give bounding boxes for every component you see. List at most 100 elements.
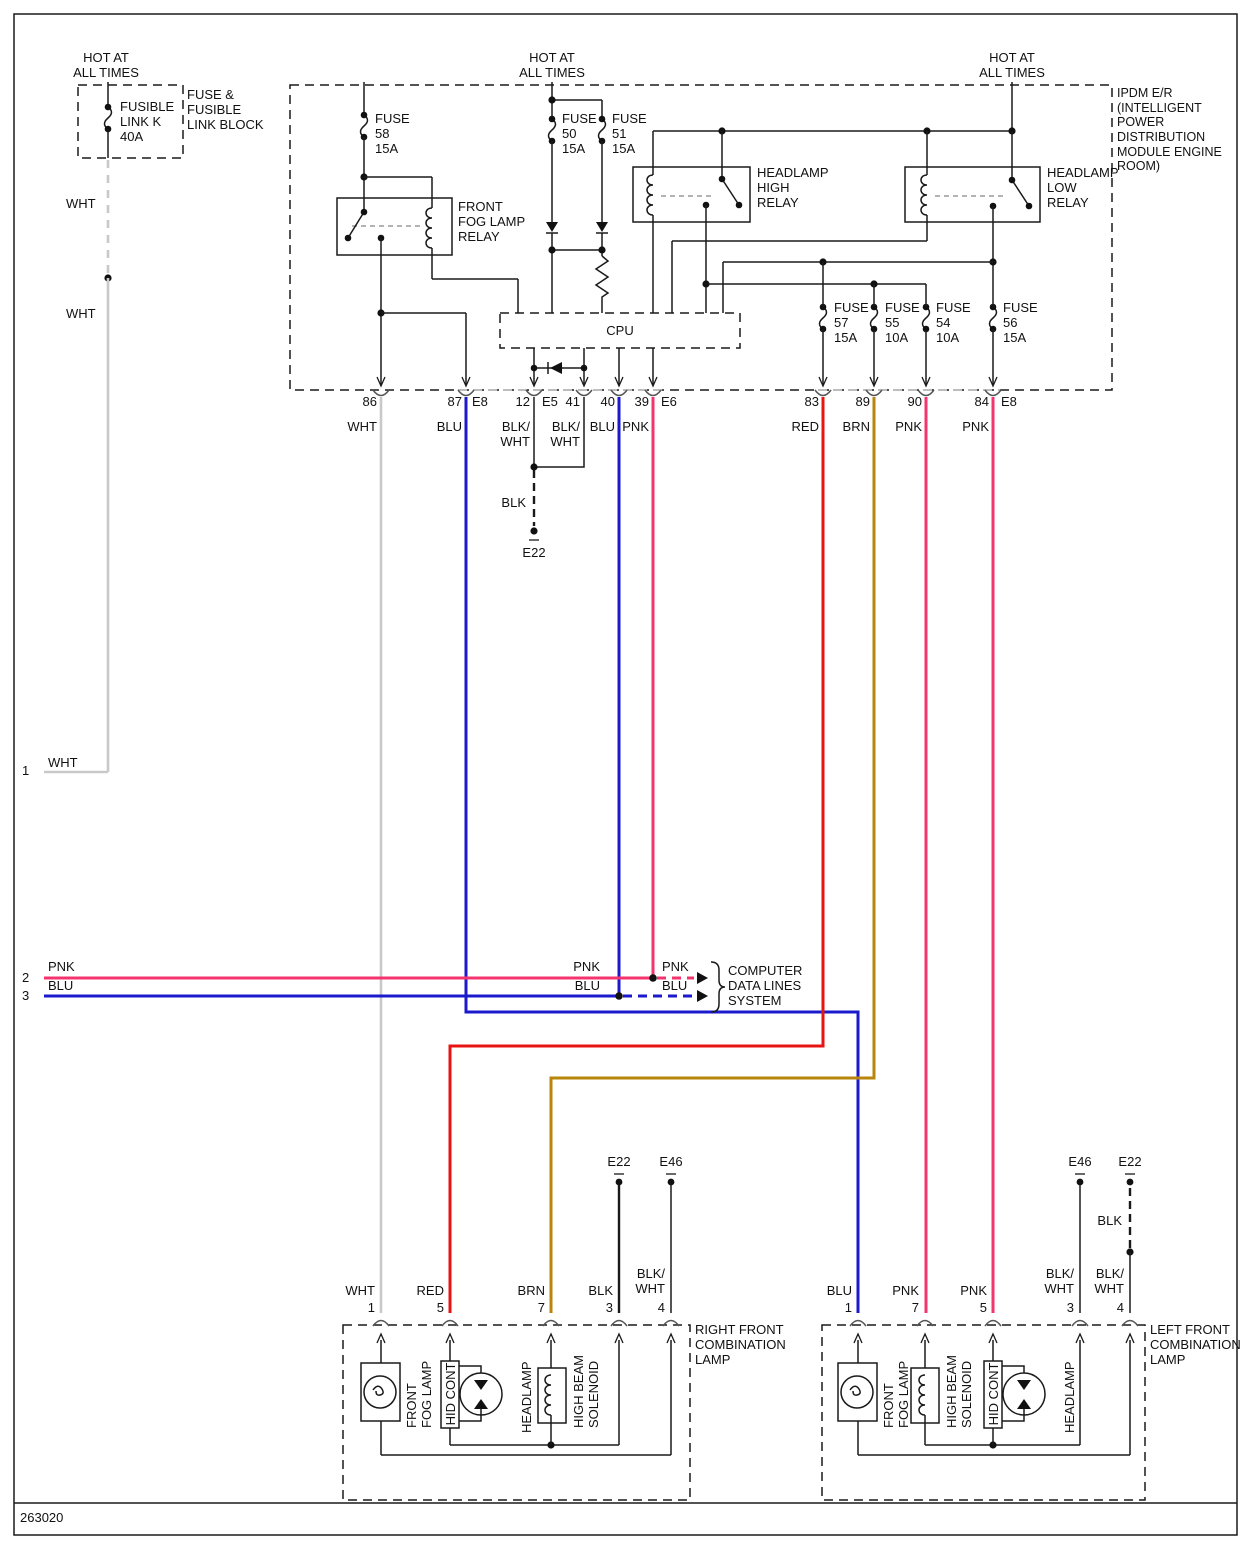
wht-wire-label-upper: WHT (66, 196, 96, 211)
ground-symbols (614, 1173, 1135, 1313)
harness-wires (44, 397, 995, 1313)
fuse-57-label: FUSE 57 15A (834, 300, 869, 346)
fuse-54-label: FUSE 54 10A (936, 300, 971, 346)
edge-connection-3: 3 (22, 988, 30, 1003)
pin-86: 86 (362, 394, 377, 409)
wire-84-color: PNK (962, 419, 989, 434)
right-lamp-wire-5-color: RED (416, 1283, 444, 1298)
right-lamp-pin-1: 1 (367, 1300, 375, 1315)
connector-e5: E5 (542, 394, 558, 409)
right-lamp-wire-7-color: BRN (517, 1283, 545, 1298)
data-line-blu-right: BLU (662, 978, 688, 993)
left-lamp-pin-1: 1 (844, 1300, 852, 1315)
ipdm-connector-row (372, 376, 1002, 397)
wire-40-color: BLU (589, 419, 615, 434)
wire-41-color: BLK/ WHT (550, 419, 580, 450)
fuse-block-label: FUSE & FUSIBLE LINK BLOCK (187, 87, 264, 133)
pin-41: 41 (565, 394, 580, 409)
data-line-pnk-right: PNK (662, 959, 689, 974)
right-lamp-pin-7: 7 (537, 1300, 545, 1315)
right-hid-cont-label: HID CONT (443, 1362, 458, 1426)
computer-data-lines-label: COMPUTER DATA LINES SYSTEM (728, 963, 803, 1009)
right-lamp-pin-3: 3 (605, 1300, 613, 1315)
right-lamp-pin-4: 4 (657, 1300, 665, 1315)
connector-e8-right: E8 (1001, 394, 1017, 409)
left-lamp-pin-4: 4 (1116, 1300, 1124, 1315)
headlamp-low-relay-symbol (671, 131, 1041, 313)
left-lamp-title: LEFT FRONT COMBINATION LAMP (1150, 1322, 1241, 1368)
component-boxes (77, 84, 1146, 1501)
connector-e6: E6 (661, 394, 677, 409)
ground-e22-right-lamp: E22 (607, 1154, 631, 1169)
left-hid-cont-label: HID CONT (986, 1362, 1001, 1426)
fuse-56-label: FUSE 56 15A (1003, 300, 1038, 346)
wire-89-color: BRN (842, 419, 870, 434)
wire-87-color: BLU (436, 419, 462, 434)
pin-89: 89 (855, 394, 870, 409)
headlamp-high-relay-symbol (632, 127, 1016, 313)
connector-e8-left: E8 (472, 394, 488, 409)
right-high-beam-solenoid-label: HIGH BEAM SOLENOID (571, 1355, 602, 1428)
front-fog-lamp-relay-symbol (336, 137, 519, 385)
cpu-output-wires (530, 348, 654, 385)
lamp-connector-rows (372, 1319, 1139, 1344)
page-border (13, 13, 1238, 1536)
blk-wire-label-left-lamp: BLK (1097, 1213, 1122, 1228)
hot-at-all-times-label-1: HOT AT ALL TIMES (73, 50, 139, 81)
document-number: 263020 (20, 1510, 64, 1525)
left-lamp-wire-4-color: BLK/ WHT (1094, 1266, 1124, 1297)
right-lamp-title: RIGHT FRONT COMBINATION LAMP (695, 1322, 786, 1368)
headlamp-low-relay-label: HEADLAMP LOW RELAY (1047, 165, 1119, 211)
headlamp-high-relay-label: HEADLAMP HIGH RELAY (757, 165, 829, 211)
left-lamp-wire-7-color: PNK (892, 1283, 919, 1298)
hot-at-all-times-label-3: HOT AT ALL TIMES (979, 50, 1045, 81)
right-lamp-wire-4-color: BLK/ WHT (635, 1266, 665, 1297)
left-lamp-pin-7: 7 (911, 1300, 919, 1315)
data-line-blu-left: BLU (574, 978, 600, 993)
diode-resistor-network (546, 141, 610, 313)
left-lamp-wire-5-color: PNK (960, 1283, 987, 1298)
right-lamp-wire-3-color: BLK (588, 1283, 613, 1298)
right-lamp-pin-5: 5 (436, 1300, 444, 1315)
fusible-link-label: FUSIBLE LINK K 40A (120, 99, 175, 145)
left-high-beam-solenoid-label: HIGH BEAM SOLENOID (944, 1355, 975, 1428)
edge-connection-1: 1 (22, 763, 30, 778)
ipdm-title: IPDM E/R (INTELLIGENT POWER DISTRIBUTION… (1117, 86, 1222, 174)
left-lamp-internals (837, 1340, 1131, 1456)
wire-83-color: RED (791, 419, 819, 434)
right-front-fog-lamp-label: FRONT FOG LAMP (404, 1360, 435, 1428)
wire-12-color: BLK/ WHT (500, 419, 530, 450)
pin-87: 87 (447, 394, 462, 409)
wire-90-color: PNK (895, 419, 922, 434)
pin-12: 12 (515, 394, 530, 409)
front-fog-lamp-relay-label: FRONT FOG LAMP RELAY (458, 199, 526, 245)
edge-wire-1-color: WHT (48, 755, 78, 770)
edge-wire-3-color: BLU (48, 978, 74, 993)
pin-83: 83 (804, 394, 819, 409)
left-lamp-wire-1-color: BLU (826, 1283, 852, 1298)
pin-39: 39 (634, 394, 649, 409)
left-lamp-pin-5: 5 (979, 1300, 987, 1315)
data-line-pnk-left: PNK (573, 959, 600, 974)
ground-e22-left-lamp: E22 (1118, 1154, 1142, 1169)
right-lamp-internals (360, 1340, 672, 1456)
fuse-58-label: FUSE 58 15A (375, 111, 410, 157)
fuse-55-label: FUSE 55 10A (885, 300, 920, 346)
blk-ground-wire-label: BLK (501, 495, 526, 510)
right-lamp-wire-1-color: WHT (345, 1283, 375, 1298)
left-front-fog-lamp-label: FRONT FOG LAMP (881, 1360, 912, 1428)
pin-84: 84 (974, 394, 989, 409)
wire-86-color: WHT (347, 419, 377, 434)
ground-e22-ipdm: E22 (522, 545, 546, 560)
fusible-link-symbol (44, 82, 113, 774)
ground-e46-left-lamp: E46 (1068, 1154, 1092, 1169)
fuse-51-label: FUSE 51 15A (612, 111, 647, 157)
hot-at-all-times-label-2: HOT AT ALL TIMES (519, 50, 585, 81)
cpu-label: CPU (606, 323, 634, 338)
left-lamp-pin-3: 3 (1066, 1300, 1074, 1315)
edge-connection-2: 2 (22, 970, 30, 985)
pin-40: 40 (600, 394, 615, 409)
pin-90: 90 (907, 394, 922, 409)
